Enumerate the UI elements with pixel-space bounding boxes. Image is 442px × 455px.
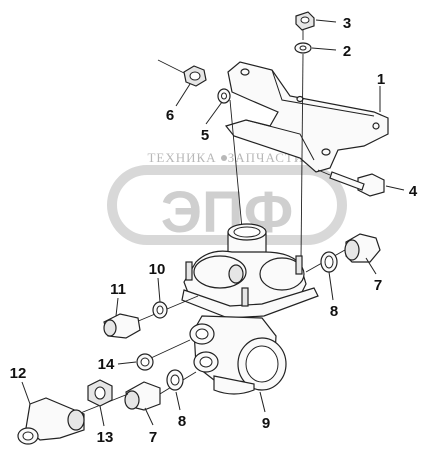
oring-lower-left bbox=[136, 353, 154, 371]
callout-3: 3 bbox=[343, 15, 351, 32]
bolt bbox=[329, 171, 385, 197]
leader-lines bbox=[21, 19, 405, 427]
bracket-hole bbox=[372, 122, 380, 130]
callout-2: 2 bbox=[343, 43, 351, 60]
callout-10: 10 bbox=[149, 261, 166, 278]
callout-13: 13 bbox=[97, 429, 114, 446]
callout-8-upper: 8 bbox=[330, 303, 338, 320]
bracket-hole bbox=[240, 68, 250, 76]
fitting-lower bbox=[124, 381, 161, 411]
washer-top bbox=[294, 42, 312, 54]
watermark-dot bbox=[221, 155, 227, 161]
nut-lower bbox=[87, 379, 113, 407]
callout-14: 14 bbox=[98, 356, 115, 373]
callout-1: 1 bbox=[377, 71, 385, 88]
callout-7-lower: 7 bbox=[149, 429, 157, 446]
callout-8-lower: 8 bbox=[178, 413, 186, 430]
callout-11: 11 bbox=[110, 281, 126, 298]
callout-12: 12 bbox=[10, 365, 27, 382]
watermark-oval bbox=[107, 165, 347, 245]
oring-right bbox=[320, 251, 338, 273]
watermark: ЭПФ ТЕХНИКА ЗАПЧАСТИ bbox=[107, 150, 347, 245]
callout-5: 5 bbox=[201, 127, 209, 144]
callout-7-upper: 7 bbox=[374, 277, 382, 294]
watermark-left-text: ТЕХНИКА bbox=[147, 150, 216, 165]
elbow-fitting bbox=[17, 397, 85, 445]
nut-top bbox=[295, 11, 315, 31]
callout-6: 6 bbox=[166, 107, 174, 124]
oring-lower bbox=[166, 369, 184, 391]
bracket-hole bbox=[321, 148, 331, 156]
washer-left bbox=[217, 88, 231, 104]
watermark-brand: ЭПФ bbox=[161, 180, 293, 245]
oring-left bbox=[152, 301, 168, 319]
bracket bbox=[224, 61, 389, 173]
watermark-right-text: ЗАПЧАСТИ bbox=[228, 150, 304, 165]
callout-9: 9 bbox=[262, 415, 270, 432]
fitting-left bbox=[103, 313, 141, 339]
callout-labels: 1 2 3 4 5 6 7 8 10 11 14 8 7 13 12 9 bbox=[10, 15, 418, 446]
valve-body bbox=[181, 223, 319, 395]
axis-line bbox=[157, 59, 187, 75]
axis-line bbox=[317, 169, 331, 176]
callout-4: 4 bbox=[409, 183, 418, 200]
fitting-right bbox=[344, 233, 381, 263]
nut-left bbox=[183, 65, 207, 87]
axis-line bbox=[300, 53, 304, 261]
